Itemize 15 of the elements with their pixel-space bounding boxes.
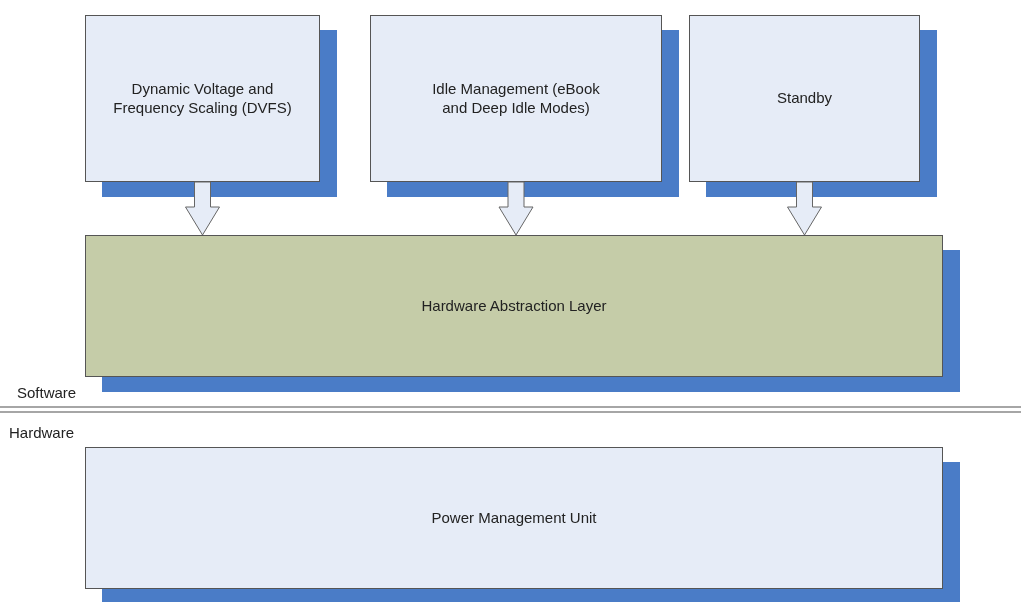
box-label: Dynamic Voltage and Frequency Scaling (DVFS) — [112, 79, 293, 118]
block-arrow — [787, 181, 822, 236]
module-box — [85, 15, 320, 182]
section-label: Hardware — [9, 424, 75, 441]
box-label: Hardware Abstraction Layer — [421, 296, 607, 316]
block-arrow — [185, 181, 220, 236]
layer-box — [85, 235, 943, 377]
section-label: Software — [17, 384, 77, 401]
module-box — [689, 15, 920, 182]
box-label: Idle Management (eBook and Deep Idle Modes) — [431, 79, 601, 118]
layer-box — [85, 447, 943, 589]
module-box — [370, 15, 662, 182]
box-label: Power Management Unit — [431, 508, 597, 528]
box-label: Standby — [776, 89, 832, 108]
block-arrow — [498, 181, 534, 236]
